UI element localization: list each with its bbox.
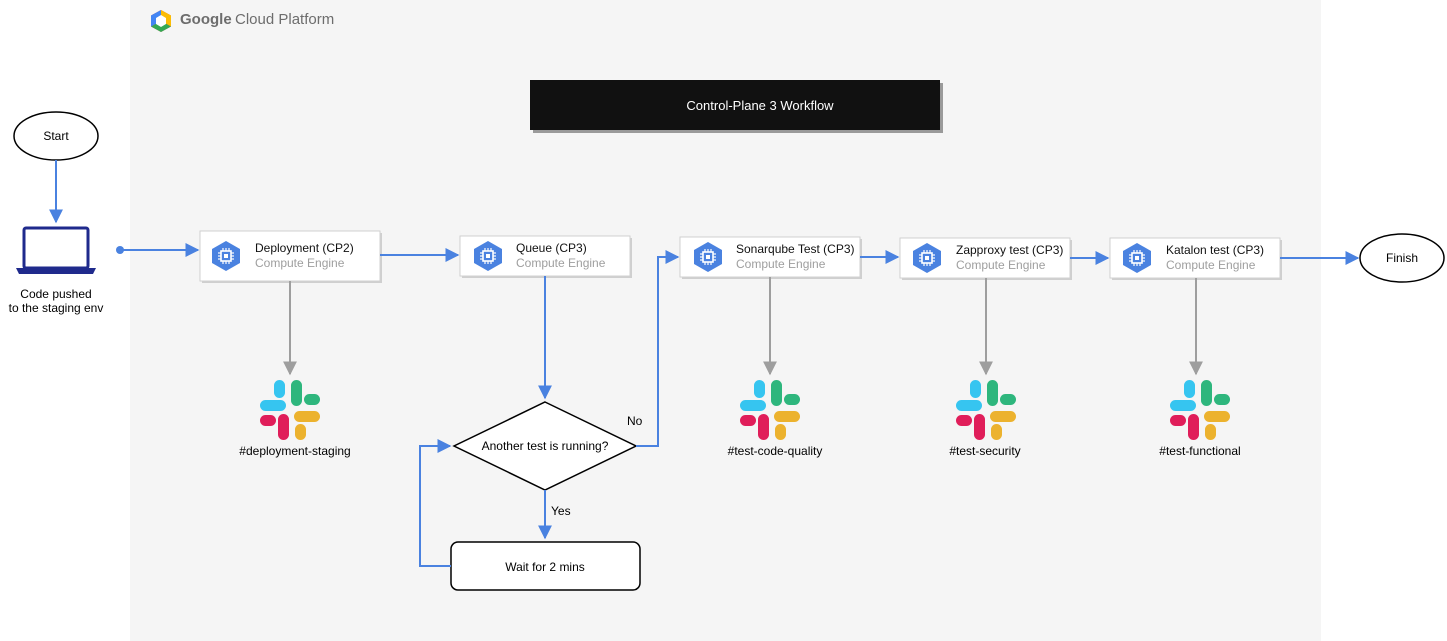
node-subtitle: Compute Engine: [1166, 258, 1256, 272]
arrow-wait-loop-to-decision: [419, 439, 452, 567]
yes-label: Yes: [551, 504, 571, 518]
node-title: Zapproxy test (CP3): [956, 243, 1063, 257]
finish-label: Finish: [1386, 251, 1418, 265]
laptop-icon: [16, 226, 96, 274]
slack-channel-label: #deployment-staging: [239, 444, 350, 458]
laptop-caption-line1: Code pushed: [20, 287, 91, 301]
platform-name: Cloud Platform: [235, 11, 334, 28]
node-sonarqube-test[interactable]: Sonarqube Test (CP3) Compute Engine: [679, 236, 862, 279]
wait-label: Wait for 2 mins: [505, 560, 585, 574]
node-title: Deployment (CP2): [255, 241, 354, 255]
platform-brand: Google: [180, 11, 232, 28]
decision-question: Another test is running?: [482, 439, 609, 453]
node-title: Sonarqube Test (CP3): [736, 242, 855, 256]
slack-channel-label: #test-security: [949, 444, 1020, 458]
node-deployment[interactable]: Deployment (CP2) Compute Engine: [199, 230, 382, 283]
node-subtitle: Compute Engine: [516, 256, 606, 270]
node-subtitle: Compute Engine: [956, 258, 1046, 272]
google-cloud-logo-icon: [151, 10, 171, 32]
arrow-no-to-sonarqube: [636, 250, 680, 447]
finish-node[interactable]: [1359, 233, 1445, 283]
start-label: Start: [43, 129, 69, 143]
node-title: Queue (CP3): [516, 241, 587, 255]
node-zapproxy-test[interactable]: Zapproxy test (CP3) Compute Engine: [899, 237, 1072, 280]
title-bar: [530, 80, 940, 130]
slack-channel-label: #test-functional: [1159, 444, 1240, 458]
workflow-title: Control-Plane 3 Workflow: [686, 98, 834, 113]
no-label: No: [627, 414, 643, 428]
node-katalon-test[interactable]: Katalon test (CP3) Compute Engine: [1109, 237, 1282, 280]
node-subtitle: Compute Engine: [255, 256, 345, 270]
node-queue[interactable]: Queue (CP3) Compute Engine: [459, 235, 632, 278]
slack-channel-label: #test-code-quality: [728, 444, 823, 458]
node-subtitle: Compute Engine: [736, 257, 826, 271]
node-title: Katalon test (CP3): [1166, 243, 1264, 257]
laptop-caption-line2: to the staging env: [9, 301, 104, 315]
